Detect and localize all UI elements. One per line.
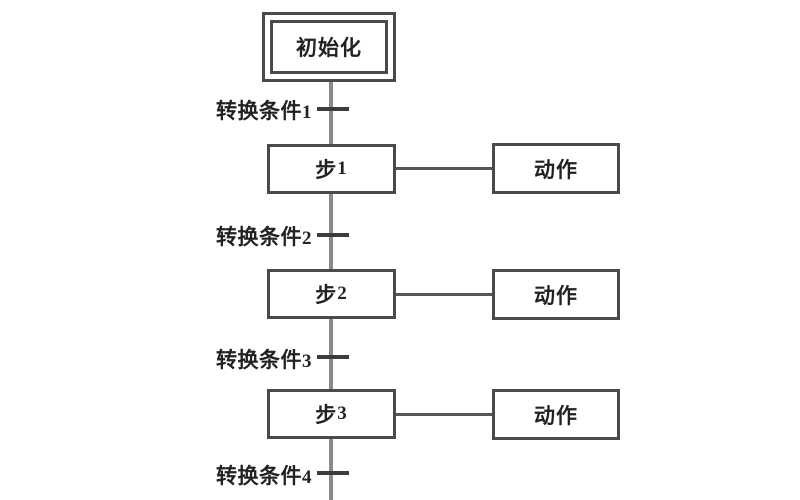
transition-label-3-num: 3 (302, 351, 312, 372)
transition-label-4-text: 转换条件 (216, 464, 302, 488)
step-num-2: 2 (337, 283, 348, 304)
transition-tick-3 (317, 355, 349, 359)
transition-label-3-text: 转换条件 (216, 348, 302, 372)
init-step-label: 初始化 (270, 20, 388, 74)
step-num-1: 1 (337, 158, 348, 179)
step-num-3: 3 (337, 403, 348, 424)
action-label-3: 动作 (534, 403, 578, 428)
step-label-2: 步 (315, 283, 338, 307)
step-label-3: 步 (315, 403, 338, 427)
action-box-1[interactable]: 动作 (492, 143, 620, 194)
transition-label-2-num: 2 (302, 228, 312, 249)
transition-label-1-num: 1 (302, 102, 312, 123)
transition-label-1-text: 转换条件 (216, 99, 302, 123)
spine-t4-to-bottom (329, 472, 333, 500)
spine-t1-to-step1 (329, 108, 333, 146)
transition-label-2: 转换条件2 (147, 221, 312, 251)
transition-tick-1 (317, 107, 349, 111)
transition-label-4: 转换条件4 (147, 460, 312, 490)
spine-init-to-t1 (329, 80, 333, 110)
spine-step3-to-t4 (329, 438, 333, 478)
spine-t3-to-step3 (329, 356, 333, 392)
transition-label-4-num: 4 (302, 467, 312, 488)
transition-label-3: 转换条件3 (147, 344, 312, 374)
action-label-1: 动作 (534, 157, 578, 182)
transition-label-2-text: 转换条件 (216, 225, 302, 249)
spine-t2-to-step2 (329, 234, 333, 272)
connector-step1-action1 (396, 167, 492, 170)
init-step-box[interactable]: 初始化 (262, 12, 396, 82)
spine-step2-to-t3 (329, 318, 333, 362)
action-box-2[interactable]: 动作 (492, 269, 620, 320)
step-label-1: 步 (315, 158, 338, 182)
transition-tick-2 (317, 233, 349, 237)
connector-step2-action2 (396, 293, 492, 296)
transition-label-1: 转换条件1 (147, 95, 312, 125)
action-label-2: 动作 (534, 283, 578, 308)
action-box-3[interactable]: 动作 (492, 389, 620, 440)
connector-step3-action3 (396, 413, 492, 416)
transition-tick-4 (317, 471, 349, 475)
spine-step1-to-t2 (329, 192, 333, 238)
